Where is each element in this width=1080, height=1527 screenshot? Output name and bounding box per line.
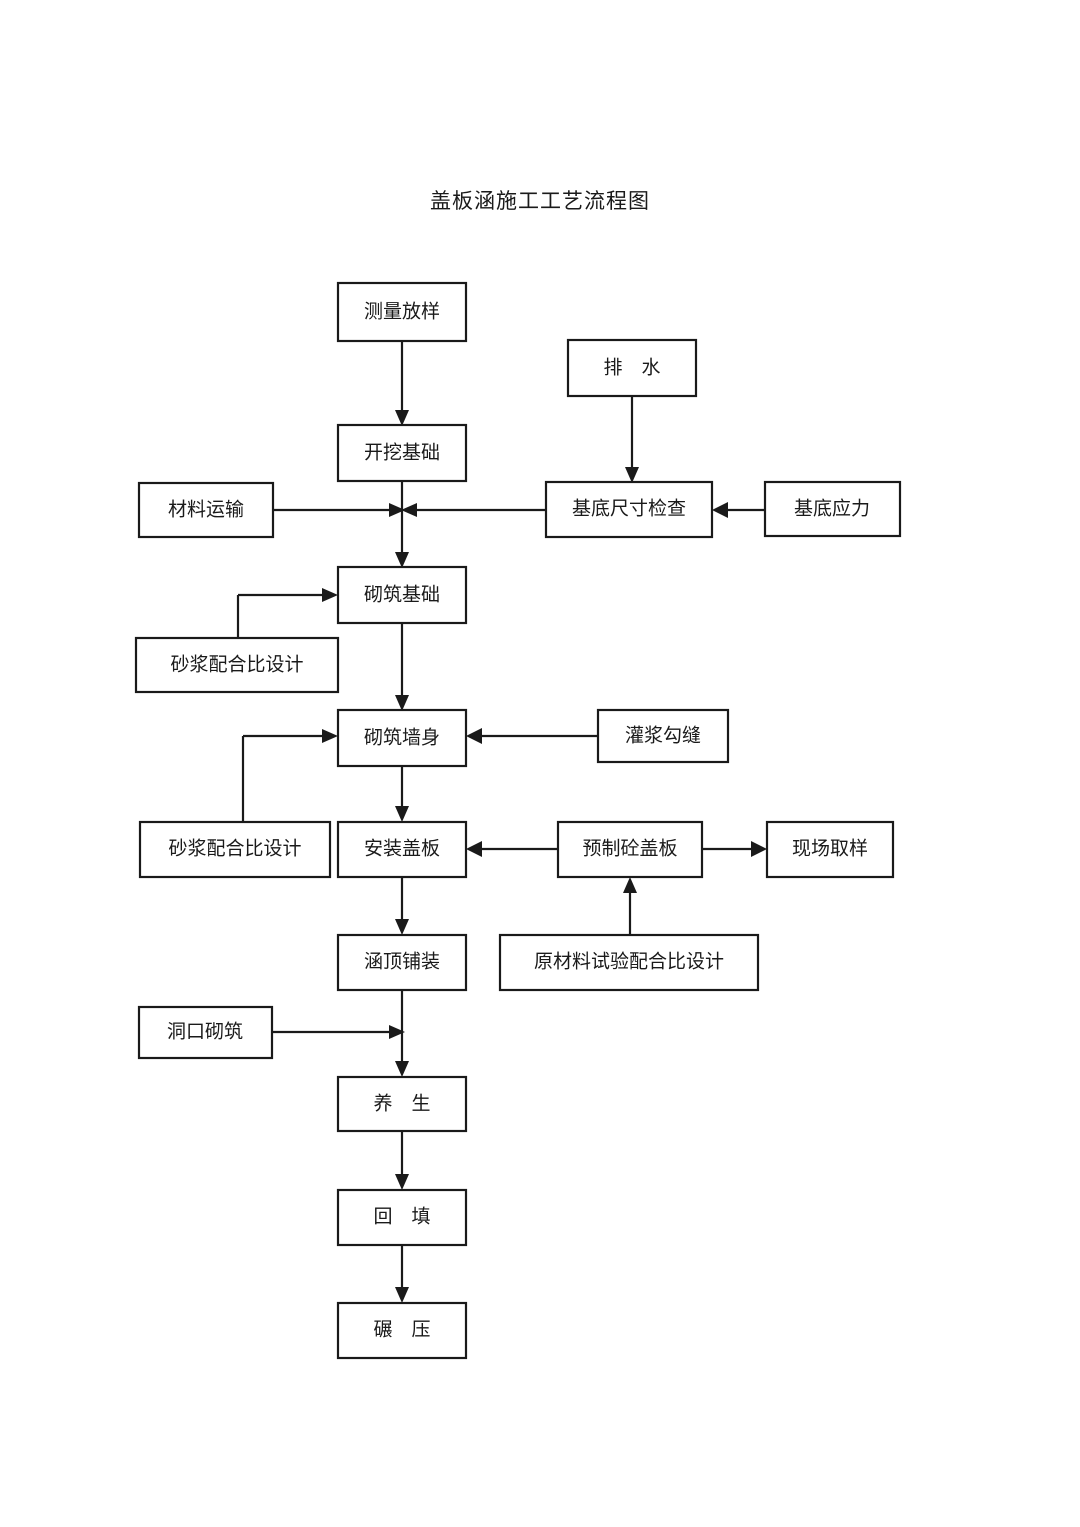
node-excavate-foundation[interactable]: 开挖基础: [336, 423, 468, 483]
node-label: 养 生: [373, 1092, 430, 1114]
edge-precast-to-sampling: [702, 841, 767, 857]
node-measure-setout[interactable]: 测量放样: [336, 281, 468, 343]
node-label: 基底应力: [794, 497, 870, 519]
node-base-stress[interactable]: 基底应力: [763, 480, 902, 538]
edge-slab-install-to-topping: [395, 877, 409, 935]
node-label: 预制砼盖板: [582, 837, 677, 859]
node-mortar-mix-design-lower[interactable]: 砂浆配合比设计: [138, 820, 332, 879]
node-label: 灌浆勾缝: [625, 724, 701, 746]
node-label: 涵顶铺装: [364, 950, 440, 972]
edge-excavate-to-foundation: [395, 481, 409, 568]
node-label: 砂浆配合比设计: [168, 837, 301, 859]
node-material-transport[interactable]: 材料运输: [137, 481, 275, 539]
node-grouting-pointing[interactable]: 灌浆勾缝: [596, 708, 730, 764]
node-label: 碾 压: [373, 1319, 430, 1340]
edge-wall-to-slab-install: [395, 766, 409, 822]
edge-mortarmix-upper-to-foundation: [236, 588, 338, 638]
node-compaction[interactable]: 碾 压: [336, 1301, 468, 1360]
node-install-cover-slab[interactable]: 安装盖板: [336, 820, 468, 879]
node-label: 材料运输: [168, 498, 244, 520]
node-label: 现场取样: [792, 837, 868, 859]
edge-basestress-to-basecheck: [712, 502, 765, 518]
edge-foundation-to-wall: [395, 623, 409, 711]
node-culvert-top-paving[interactable]: 涵顶铺装: [336, 933, 468, 992]
edge-precast-to-slab-install: [466, 841, 558, 857]
edge-measure-to-excavate: [395, 341, 409, 426]
edge-drainage-to-basecheck: [625, 396, 639, 483]
edge-topping-to-curing: [395, 990, 409, 1077]
node-label: 原材料试验配合比设计: [534, 950, 724, 972]
edge-curing-to-backfill: [395, 1131, 409, 1190]
edge-layer: [236, 341, 767, 1303]
node-curing[interactable]: 养 生: [336, 1075, 468, 1133]
edge-grouting-to-wall: [466, 728, 598, 744]
edge-materials-to-trunk: [273, 503, 405, 517]
node-label: 基底尺寸检查: [572, 497, 686, 519]
node-build-foundation[interactable]: 砌筑基础: [336, 565, 468, 625]
node-label: 开挖基础: [364, 441, 440, 463]
node-base-dimension-check[interactable]: 基底尺寸检查: [544, 480, 714, 539]
edge-backfill-to-compaction: [395, 1245, 409, 1303]
node-onsite-sampling[interactable]: 现场取样: [765, 820, 895, 879]
node-label: 洞口砌筑: [167, 1020, 243, 1042]
edge-materialtest-to-precast: [623, 877, 637, 935]
node-layer: 测量放样 排 水 开挖基础 材料运输 基底尺寸检查 基底应力: [134, 281, 902, 1360]
node-label: 砂浆配合比设计: [170, 653, 303, 675]
node-label: 测量放样: [364, 300, 440, 322]
node-build-wall[interactable]: 砌筑墙身: [336, 708, 468, 768]
node-raw-material-test-mix-design[interactable]: 原材料试验配合比设计: [498, 933, 760, 992]
node-label: 回 填: [373, 1205, 430, 1227]
node-precast-concrete-slab[interactable]: 预制砼盖板: [556, 820, 704, 879]
edge-portal-masonry-to-trunk: [272, 1025, 405, 1039]
node-portal-masonry[interactable]: 洞口砌筑: [137, 1005, 274, 1060]
edge-mortarmix-lower-to-wall: [241, 729, 338, 822]
node-label: 砌筑基础: [364, 583, 440, 605]
node-label: 砌筑墙身: [364, 726, 440, 748]
node-drainage[interactable]: 排 水: [566, 338, 698, 398]
edge-basecheck-to-trunk: [401, 503, 546, 517]
node-label: 排 水: [603, 356, 660, 378]
node-backfill[interactable]: 回 填: [336, 1188, 468, 1247]
page-title: 盖板涵施工工艺流程图: [430, 189, 650, 213]
node-label: 安装盖板: [364, 837, 440, 859]
node-mortar-mix-design-upper[interactable]: 砂浆配合比设计: [134, 636, 340, 694]
